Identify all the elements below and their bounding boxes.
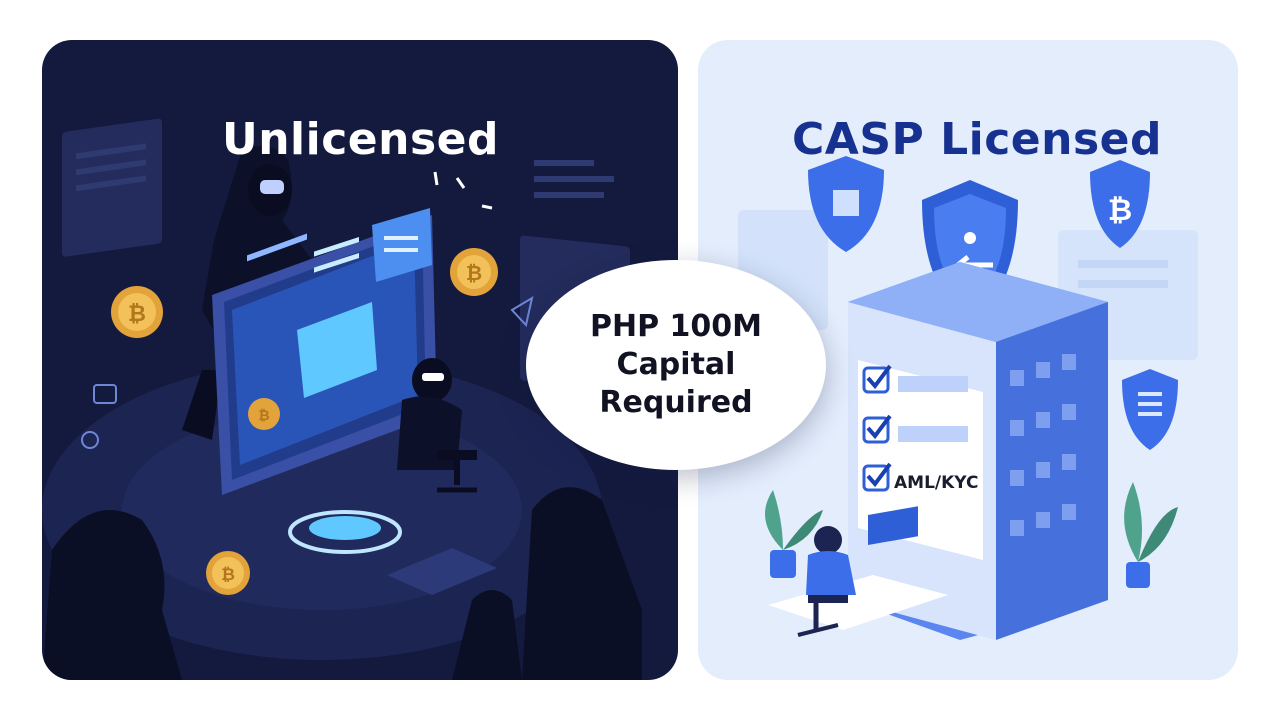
- badge-line-2: Capital: [616, 347, 736, 382]
- office-worker-icon: [768, 506, 948, 637]
- bitcoin-shield-icon: ₿: [1090, 160, 1150, 248]
- badge-line-3: Required: [599, 385, 753, 420]
- hooded-figure-silhouette: [42, 487, 642, 680]
- svg-text:₿: ₿: [258, 408, 269, 424]
- plant-icon: [765, 490, 823, 578]
- casp-licensed-title: CASP Licensed: [792, 114, 1162, 165]
- aml-kyc-label: AML/KYC: [894, 473, 978, 493]
- wall-panel-left: [62, 118, 162, 257]
- svg-text:₿: ₿: [1108, 193, 1132, 228]
- svg-text:₿: ₿: [128, 302, 146, 327]
- plant-icon: [1124, 482, 1178, 588]
- bitcoin-coin-icon: ₿: [450, 248, 498, 296]
- portal-glow: [288, 510, 402, 554]
- badge-line-1: PHP 100M: [589, 309, 762, 344]
- shield-icon: [1122, 369, 1178, 450]
- casp-licensed-panel: ₿: [698, 40, 1238, 680]
- bitcoin-coin-icon: ₿: [206, 551, 250, 595]
- shield-icon: [808, 156, 884, 252]
- licensed-illustration: ₿: [738, 156, 1198, 640]
- checklist-document: AML/KYC: [858, 360, 983, 560]
- svg-text:₿: ₿: [466, 261, 482, 285]
- office-chair-icon: [397, 358, 477, 493]
- svg-text:₿: ₿: [221, 565, 235, 585]
- capital-requirement-badge: PHP 100M Capital Required: [526, 260, 826, 470]
- bitcoin-coin-icon: ₿: [248, 398, 280, 430]
- bitcoin-coin-icon: ₿: [111, 286, 163, 338]
- unlicensed-title: Unlicensed: [222, 114, 499, 165]
